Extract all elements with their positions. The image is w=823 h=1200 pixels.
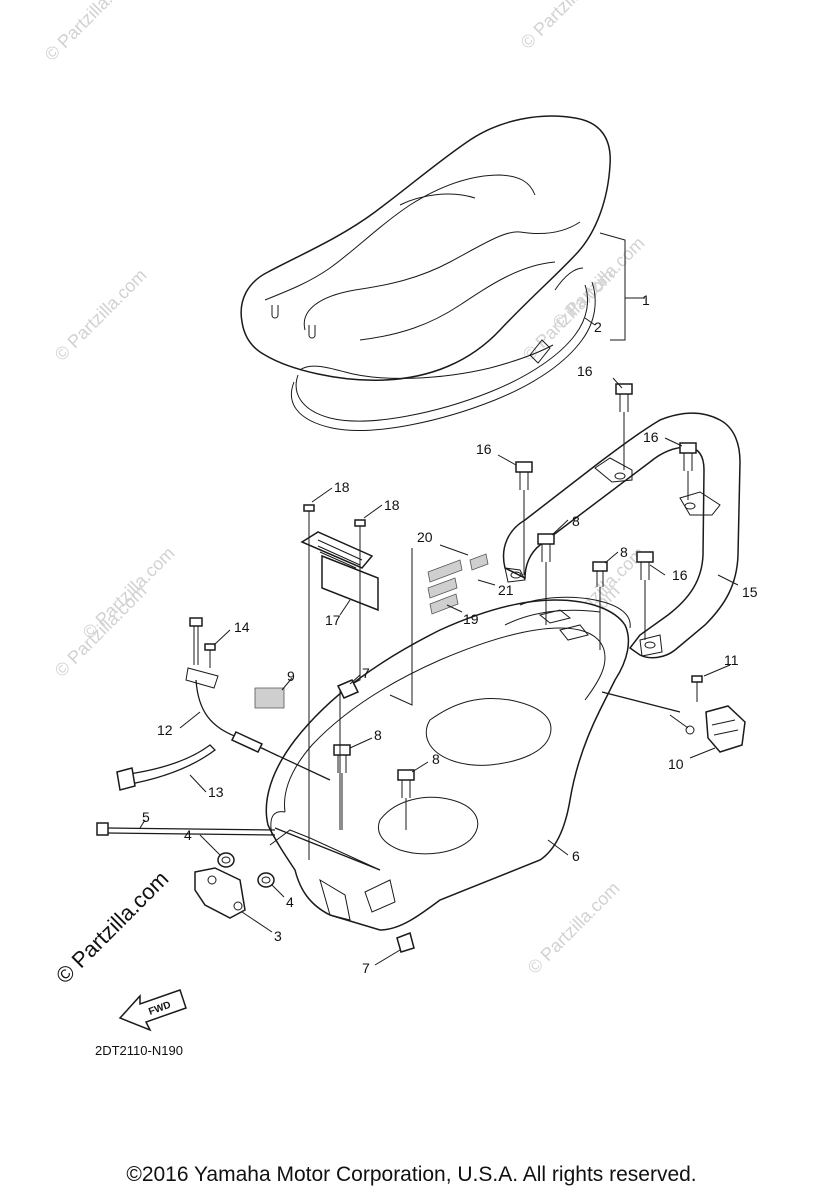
callout-1: 1 <box>642 292 650 308</box>
plate-17-part <box>300 504 379 860</box>
screw-icon <box>354 519 366 544</box>
callout-21: 21 <box>498 582 514 598</box>
callout-15: 15 <box>742 584 758 600</box>
callout-14: 14 <box>234 619 250 635</box>
bolt-16-group <box>515 383 697 640</box>
callout-8: 8 <box>572 513 580 529</box>
callout-16: 16 <box>577 363 593 379</box>
bracket-3-part <box>194 867 246 919</box>
clip-7-part <box>396 932 415 953</box>
callout-8: 8 <box>432 751 440 767</box>
callout-3: 3 <box>274 928 282 944</box>
bolt-8-group <box>333 533 608 830</box>
pad-9-part <box>254 687 285 709</box>
callout-2: 2 <box>594 319 602 335</box>
leader-line <box>584 317 596 326</box>
bolt-icon <box>515 461 533 490</box>
callout-16: 16 <box>643 429 659 445</box>
watermark-large: © Partzilla.com <box>51 866 174 989</box>
callout-9: 9 <box>287 668 295 684</box>
callout-7: 7 <box>362 960 370 976</box>
watermark: © Partzilla.com <box>51 265 151 365</box>
copyright-notice: ©2016 Yamaha Motor Corporation, U.S.A. A… <box>126 1163 697 1186</box>
callout-16: 16 <box>476 441 492 457</box>
callout-5: 5 <box>142 809 150 825</box>
seat-part <box>240 115 611 381</box>
leader-lines <box>139 377 739 966</box>
cable-12-part <box>185 617 331 781</box>
callouts: 1 2 16 16 16 16 18 18 8 8 8 8 20 21 19 1… <box>142 292 758 976</box>
callout-6: 6 <box>572 848 580 864</box>
bolt-icon <box>636 551 654 580</box>
callout-18: 18 <box>334 479 350 495</box>
callout-4: 4 <box>286 894 294 910</box>
callout-11: 11 <box>724 652 739 668</box>
bolt-icon <box>537 533 555 562</box>
callout-19: 19 <box>463 611 479 627</box>
fwd-arrow-icon: FWD <box>118 989 187 1032</box>
watermark: © Partzilla.com <box>524 878 624 978</box>
bolt-icon <box>333 744 351 773</box>
bolt-5-part <box>96 822 381 871</box>
bolt-icon <box>397 769 415 798</box>
callout-7: 7 <box>362 665 370 681</box>
callout-18: 18 <box>384 497 400 513</box>
bolt-icon <box>615 383 633 412</box>
collar-4-part <box>217 852 275 888</box>
callout-12: 12 <box>157 722 173 738</box>
bolt-icon <box>679 442 697 471</box>
seat-seal-part <box>290 267 596 431</box>
watermark: © Partzilla.com <box>41 0 141 65</box>
storage-box-part <box>265 596 631 931</box>
callout-8: 8 <box>374 727 382 743</box>
bolt-icon <box>592 561 608 587</box>
watermark: © Partzilla.com <box>517 0 617 53</box>
strap-13-part <box>116 744 216 791</box>
labels-parts <box>389 548 489 706</box>
callout-10: 10 <box>668 756 684 772</box>
callout-8: 8 <box>620 544 628 560</box>
diagram-code: 2DT2110-N190 <box>95 1043 183 1058</box>
watermark: © Partzilla.com <box>79 543 179 643</box>
callout-16: 16 <box>672 567 688 583</box>
clip-7-part <box>336 679 360 699</box>
callout-20: 20 <box>417 529 433 545</box>
callout-4: 4 <box>184 827 192 843</box>
leader-line <box>599 232 626 341</box>
screw-icon <box>303 504 315 529</box>
callout-13: 13 <box>208 784 224 800</box>
callout-17: 17 <box>325 612 341 628</box>
latch-10-part <box>601 675 746 753</box>
